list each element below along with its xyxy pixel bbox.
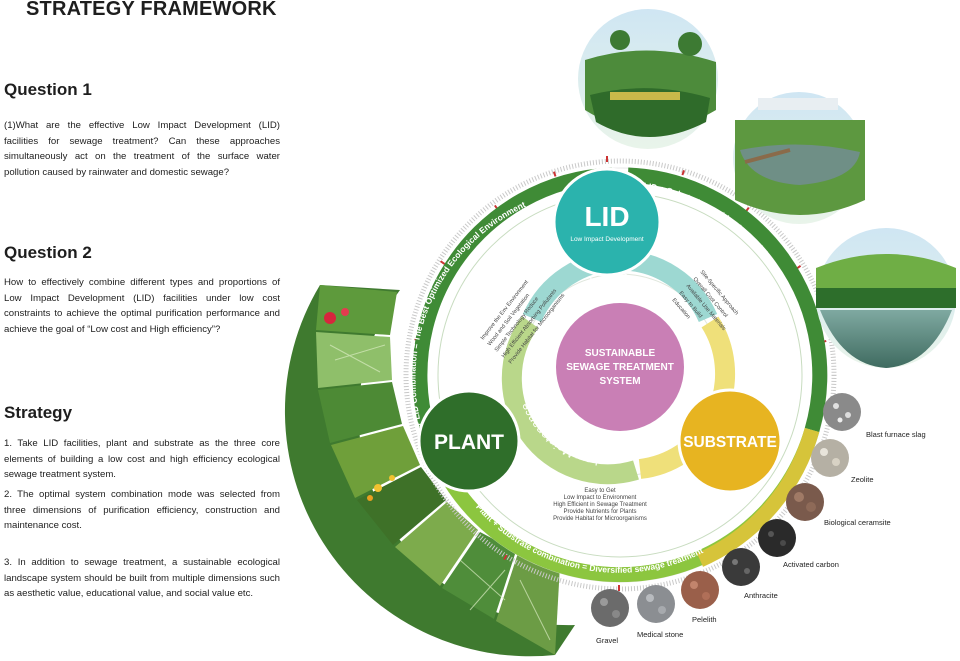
substrate-sample-biological-ceramsite xyxy=(786,483,824,521)
svg-text:Anthracite: Anthracite xyxy=(744,591,778,600)
lid-subtitle: Low Impact Development xyxy=(570,236,644,243)
svg-text:Biological ceramsite: Biological ceramsite xyxy=(824,518,891,527)
strategy-item-2: 2. The optimal system combination mode w… xyxy=(4,489,280,531)
svg-text:Medical stone: Medical stone xyxy=(637,630,683,639)
lid-photo-3 xyxy=(816,228,956,368)
svg-text:Easy to Get: Easy to Get xyxy=(584,488,616,494)
plant-photo-1 xyxy=(316,285,397,335)
question2-text: How to effectively combine different typ… xyxy=(4,277,280,335)
substrate-sample-gravel xyxy=(591,589,629,627)
substrate-sample-medical-stone xyxy=(637,585,675,623)
plant-photo-5 xyxy=(357,467,446,545)
substrate-samples xyxy=(591,393,861,627)
svg-text:Blast furnace slag: Blast furnace slag xyxy=(866,430,926,439)
page-title: STRATEGY FRAMEWORK xyxy=(26,0,277,20)
substrate-sample-activated-carbon xyxy=(758,519,796,557)
plant-photo-4 xyxy=(331,426,420,498)
lid-photo-1 xyxy=(578,9,718,149)
center-line-2: SEWAGE TREATMENT xyxy=(566,362,674,373)
plant-photo-strip xyxy=(284,285,575,657)
lid-photo-2 xyxy=(733,92,865,224)
substrate-title: SUBSTRATE xyxy=(683,434,777,451)
strategy-heading: Strategy xyxy=(4,403,73,422)
question1-text: (1)What are the effective Low Impact Dev… xyxy=(4,120,280,178)
substrate-sample-blast-furnace-slag xyxy=(823,393,861,431)
strategy-item-3: 3. In addition to sewage treatment, a su… xyxy=(4,557,280,599)
substrate-sample-pelelith xyxy=(681,571,719,609)
svg-text:Activated carbon: Activated carbon xyxy=(783,560,839,569)
strategy-item-1: 1. Take LID facilities, plant and substr… xyxy=(4,438,280,480)
substrate-sample-zeolite xyxy=(811,439,849,477)
svg-text:High Efficient in Sewage Treat: High Efficient in Sewage Treatment xyxy=(553,502,647,508)
plant-photo-3 xyxy=(318,382,402,443)
substrate-sample-anthracite xyxy=(722,548,760,586)
lid-circle xyxy=(552,167,662,277)
plant-photo-8 xyxy=(496,553,560,655)
svg-text:Low Impact to Environment: Low Impact to Environment xyxy=(564,495,637,501)
center-line-1: SUSTAINABLE xyxy=(585,348,656,359)
plant-circle xyxy=(417,389,521,493)
plant-photo-6 xyxy=(395,502,478,586)
substrate-circle xyxy=(677,388,783,494)
svg-text:Provide Habitat for Microorgan: Provide Habitat for Microorganisms xyxy=(553,516,647,522)
inner-ring-low-maintenance xyxy=(501,316,639,485)
center-line-3: SYSTEM xyxy=(599,376,640,387)
center-circle xyxy=(556,303,684,431)
ring-arc-lid-substrate xyxy=(627,167,828,433)
plant-title: PLANT xyxy=(434,431,504,454)
lid-title: LID xyxy=(584,201,629,232)
ring-arc-plant-lid xyxy=(412,167,613,474)
svg-text:Gravel: Gravel xyxy=(596,636,618,645)
plant-photo-7 xyxy=(442,532,516,619)
svg-text:Provide Nutrients for Plants: Provide Nutrients for Plants xyxy=(563,509,636,515)
substrate-notes: Easy to Get Low Impact to Environment Hi… xyxy=(553,488,647,522)
plant-photo-2 xyxy=(316,332,392,388)
question1-heading: Question 1 xyxy=(4,80,92,99)
svg-text:Zeolite: Zeolite xyxy=(851,475,874,484)
svg-text:Pelelith: Pelelith xyxy=(692,615,717,624)
substrate-labels: Blast furnace slag Zeolite Biological ce… xyxy=(596,430,926,645)
question2-heading: Question 2 xyxy=(4,243,92,262)
